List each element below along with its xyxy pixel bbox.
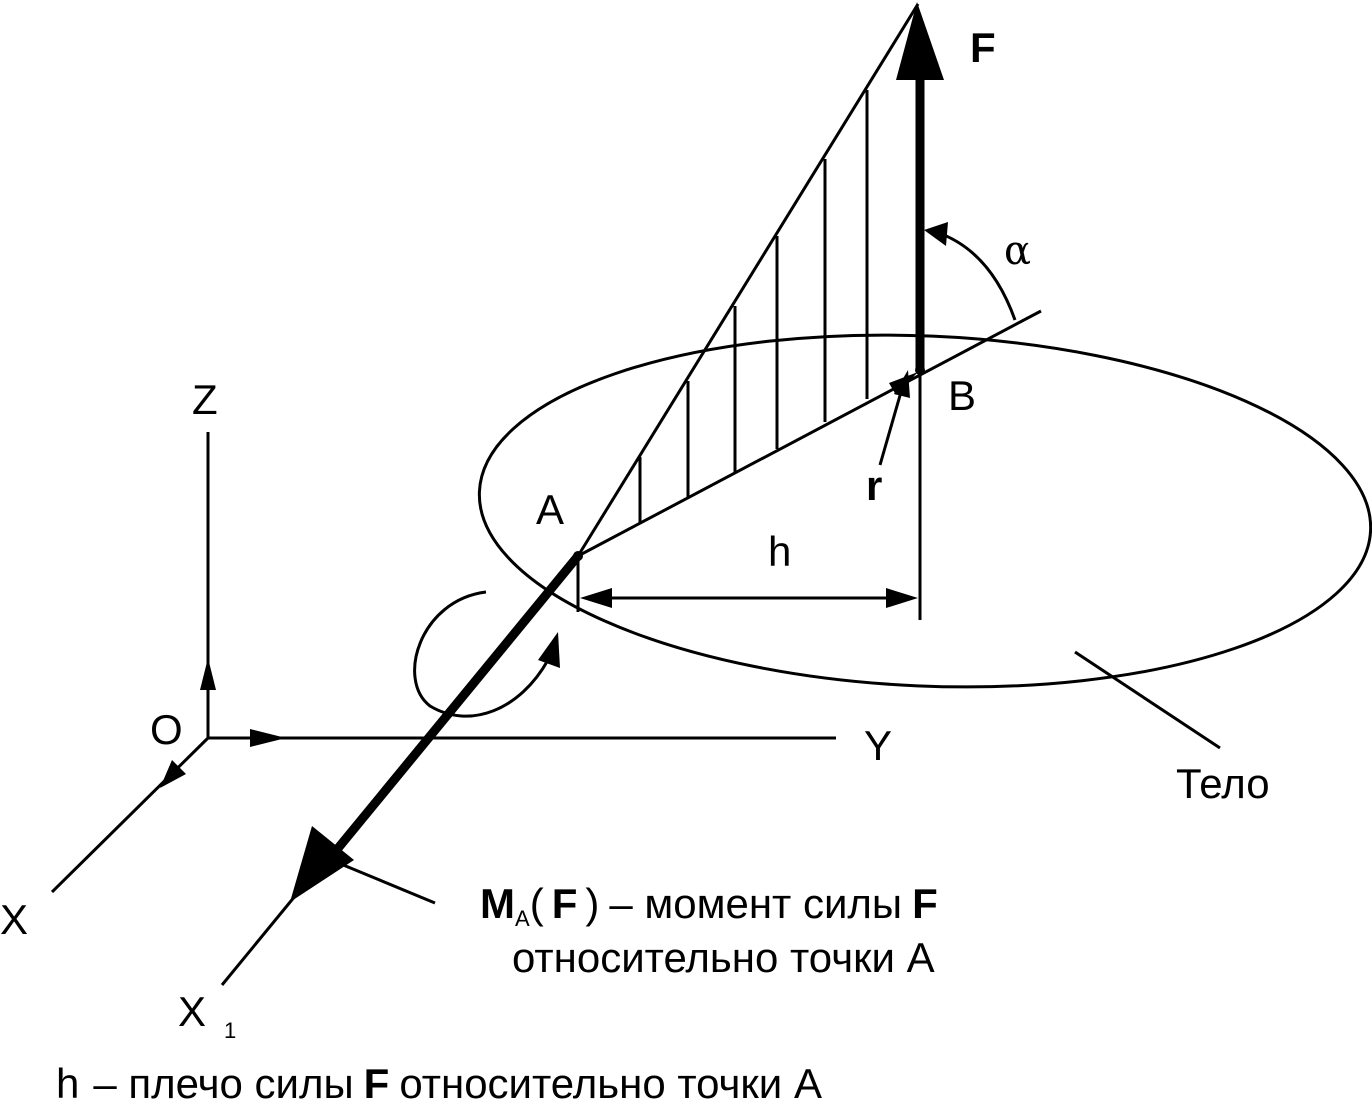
moment-close-paren: ) [585, 880, 599, 927]
label-axis-x: X [0, 896, 28, 943]
moment-symbol: M [480, 880, 515, 927]
body-ellipse [477, 333, 1372, 689]
arm-caption-dash-text: – плечо силы [93, 1060, 353, 1102]
label-body: Тело [1176, 760, 1270, 807]
moment-caption-leader [335, 860, 436, 905]
arm-caption-force: F [364, 1060, 390, 1102]
radius-line [577, 309, 1042, 558]
r-pointer-arrowhead [894, 370, 910, 398]
label-point-b: B [948, 372, 976, 419]
label-axis-y: Y [864, 722, 892, 769]
force-vector-arrowhead [896, 2, 944, 80]
r-pointer-line [878, 384, 905, 466]
axis-z-arrowhead [200, 658, 216, 690]
moment-open-paren: ( [530, 880, 544, 927]
arm-h-arrow-right [886, 588, 918, 608]
angle-alpha-arrowhead [924, 222, 948, 246]
arm-caption-h: h [56, 1060, 79, 1102]
arm-caption-rest: относительно точки А [399, 1060, 822, 1102]
axis-x-arrowhead [160, 760, 186, 788]
label-axis-z: Z [192, 376, 218, 423]
moment-symbol-subscript: A [515, 906, 530, 931]
angle-alpha-arc [935, 230, 1017, 321]
moment-dash-text: – момент силы [609, 880, 902, 927]
moment-force: F [552, 880, 578, 927]
label-force: F [970, 24, 996, 71]
label-point-a: A [536, 486, 564, 533]
label-axis-x1-subscript: 1 [224, 1018, 236, 1043]
body-label-leader [1074, 650, 1221, 750]
axis-x-line [50, 736, 210, 894]
axis-x1-line [220, 889, 302, 986]
label-radius-vector: r [866, 462, 882, 509]
arm-h-arrow-left [580, 588, 612, 608]
moment-caption-line2: относительно точки А [512, 934, 935, 981]
moment-force2: F [912, 880, 938, 927]
label-axis-x1: X [178, 988, 206, 1035]
axis-y-arrowhead [250, 729, 286, 747]
moment-triangle-hypotenuse [576, 3, 920, 557]
point-a-dot [573, 551, 583, 561]
label-arm: h [768, 528, 791, 575]
rotation-arrowhead [538, 632, 560, 668]
rotation-arrow-arc [413, 590, 550, 718]
moment-vector-shaft [326, 553, 582, 861]
moment-vector-arrowhead [290, 826, 354, 902]
moment-triangle-hatching [638, 90, 869, 524]
label-origin: O [150, 706, 183, 753]
label-alpha: α [1004, 228, 1031, 274]
point-b-dot [915, 365, 925, 375]
